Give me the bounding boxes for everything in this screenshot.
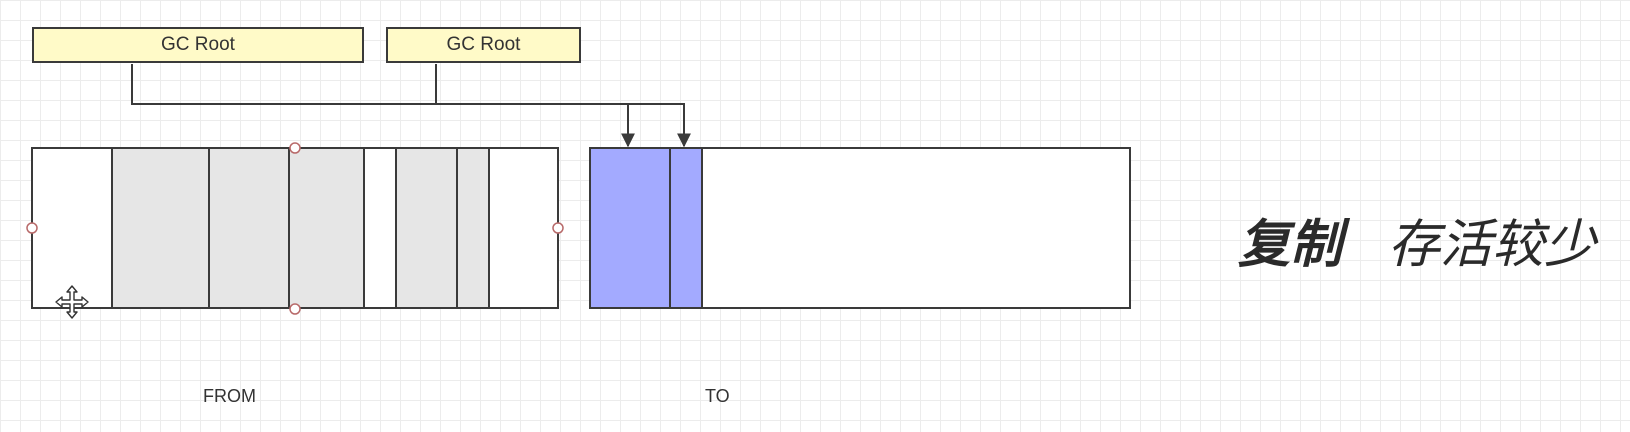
from-block[interactable] — [456, 147, 490, 309]
from-block[interactable] — [363, 147, 397, 309]
from-block[interactable] — [208, 147, 290, 309]
to-space[interactable] — [589, 147, 1131, 309]
from-block[interactable] — [288, 147, 365, 309]
from-space[interactable] — [31, 147, 559, 309]
to-block[interactable] — [589, 147, 671, 309]
root-reference-connectors — [131, 64, 691, 148]
from-block[interactable] — [488, 147, 559, 309]
selection-handle-icon[interactable] — [552, 222, 564, 234]
to-space-label: TO — [705, 386, 730, 406]
root-connector-1 — [131, 64, 691, 148]
from-space-label: FROM — [203, 386, 256, 406]
gc-root-box[interactable]: GC Root — [386, 27, 581, 63]
selection-handle-icon[interactable] — [289, 303, 301, 315]
selection-handle-icon[interactable] — [26, 222, 38, 234]
diagram-caption: 复制存活较少 — [1238, 202, 1596, 277]
root-connector-2 — [435, 64, 635, 148]
selection-handles[interactable] — [26, 142, 564, 315]
to-block[interactable] — [701, 147, 1131, 309]
from-block[interactable] — [111, 147, 210, 309]
caption-strong-text: 复制 — [1238, 215, 1343, 275]
caption-rest-text: 存活较少 — [1388, 215, 1597, 275]
gc-root-box[interactable]: GC Root — [32, 27, 364, 63]
move-cursor-icon — [55, 285, 89, 319]
to-block[interactable] — [669, 147, 703, 309]
selection-handle-icon[interactable] — [289, 142, 301, 154]
from-block[interactable] — [395, 147, 458, 309]
